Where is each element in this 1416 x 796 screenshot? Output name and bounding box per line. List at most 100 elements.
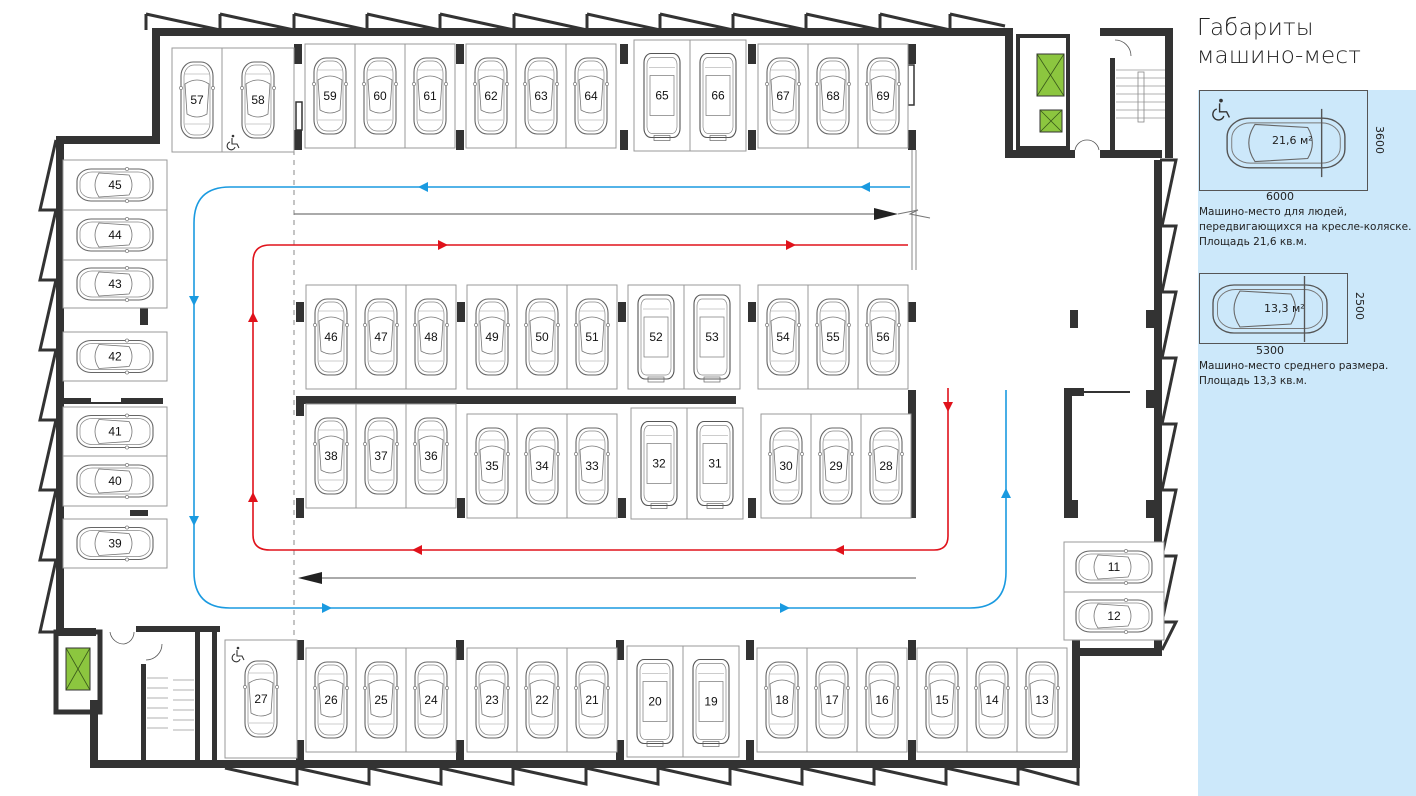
parking-spot-28[interactable]: 28	[860, 413, 912, 519]
legend-dim-width: 6000	[1266, 190, 1294, 203]
parking-spot-18[interactable]: 18	[756, 647, 808, 753]
parking-spot-69[interactable]: 69	[857, 43, 909, 149]
legend-dim-height: 2500	[1353, 292, 1366, 320]
parking-spot-19[interactable]: 19	[682, 645, 740, 758]
parking-spot-32[interactable]: 32	[630, 407, 688, 520]
parking-spot-49[interactable]: 49	[466, 284, 518, 390]
parking-spot-27[interactable]: 27	[224, 639, 298, 759]
spot-number: 44	[108, 228, 122, 242]
parking-spot-64[interactable]: 64	[565, 43, 617, 149]
spot-number: 47	[374, 330, 388, 344]
parking-spot-61[interactable]: 61	[404, 43, 456, 149]
spot-number: 49	[485, 330, 499, 344]
parking-spot-59[interactable]: 59	[304, 43, 356, 149]
parking-spot-43[interactable]: 43	[62, 259, 168, 309]
parking-spot-47[interactable]: 47	[355, 284, 407, 390]
legend-accessible-spot: 21,6 м²	[1199, 90, 1368, 191]
parking-spot-13[interactable]: 13	[1016, 647, 1068, 753]
parking-spot-14[interactable]: 14	[966, 647, 1018, 753]
spot-number: 14	[985, 693, 999, 707]
parking-spot-11[interactable]: 11	[1063, 541, 1165, 593]
parking-spot-31[interactable]: 31	[686, 407, 744, 520]
parking-spot-37[interactable]: 37	[355, 403, 407, 509]
parking-spot-36[interactable]: 36	[405, 403, 457, 509]
legend-title: Габариты машино-мест	[1197, 14, 1361, 70]
spot-number: 37	[374, 449, 388, 463]
parking-spot-46[interactable]: 46	[305, 284, 357, 390]
spot-number: 62	[484, 89, 498, 103]
parking-spot-41[interactable]: 41	[62, 406, 168, 457]
route-blue	[193, 186, 1007, 609]
parking-spot-26[interactable]: 26	[305, 647, 357, 753]
parking-spot-42[interactable]: 42	[62, 331, 168, 382]
legend-dim-width: 5300	[1256, 344, 1284, 357]
parking-spot-51[interactable]: 51	[566, 284, 618, 390]
spot-number: 61	[423, 89, 437, 103]
spot-number: 53	[705, 330, 719, 344]
parking-spot-17[interactable]: 17	[806, 647, 858, 753]
facade-top	[144, 12, 1006, 32]
spot-number: 36	[424, 449, 438, 463]
facade-bottom	[224, 766, 1080, 786]
spot-number: 22	[535, 693, 549, 707]
spot-number: 63	[534, 89, 548, 103]
parking-spot-52[interactable]: 52	[627, 284, 685, 390]
legend-standard-spot: 13,3 м²	[1199, 273, 1348, 344]
parking-spot-62[interactable]: 62	[465, 43, 517, 149]
spot-number: 12	[1107, 609, 1121, 623]
spot-number: 39	[108, 537, 122, 551]
parking-spot-45[interactable]: 45	[62, 159, 168, 211]
parking-spot-38[interactable]: 38	[305, 403, 357, 509]
parking-spot-12[interactable]: 12	[1063, 591, 1165, 641]
car-icon	[1212, 276, 1328, 342]
spot-number: 41	[108, 425, 122, 439]
parking-spot-48[interactable]: 48	[405, 284, 457, 390]
legend-title-line1: Габариты	[1197, 15, 1314, 41]
spot-number: 55	[826, 330, 840, 344]
parking-spot-58[interactable]: 58	[221, 47, 295, 153]
parking-spot-20[interactable]: 20	[626, 645, 684, 758]
facade-left	[38, 139, 58, 634]
route-red-arrows	[248, 240, 953, 555]
parking-spot-68[interactable]: 68	[807, 43, 859, 149]
parking-spot-25[interactable]: 25	[355, 647, 407, 753]
parking-spot-50[interactable]: 50	[516, 284, 568, 390]
parking-spot-39[interactable]: 39	[62, 518, 168, 569]
parking-spot-16[interactable]: 16	[856, 647, 908, 753]
parking-spot-60[interactable]: 60	[354, 43, 406, 149]
spot-number: 38	[324, 449, 338, 463]
parking-spot-33[interactable]: 33	[566, 413, 618, 519]
parking-spot-29[interactable]: 29	[810, 413, 862, 519]
parking-spot-63[interactable]: 63	[515, 43, 567, 149]
parking-spot-24[interactable]: 24	[405, 647, 457, 753]
spot-number: 54	[776, 330, 790, 344]
parking-spot-67[interactable]: 67	[757, 43, 809, 149]
parking-spot-21[interactable]: 21	[566, 647, 618, 753]
parking-spot-54[interactable]: 54	[757, 284, 809, 390]
parking-spot-55[interactable]: 55	[807, 284, 859, 390]
parking-spot-34[interactable]: 34	[516, 413, 568, 519]
parking-spot-35[interactable]: 35	[466, 413, 518, 519]
spot-number: 17	[825, 693, 839, 707]
parking-spot-44[interactable]: 44	[62, 209, 168, 261]
spot-number: 52	[649, 330, 663, 344]
parking-spot-56[interactable]: 56	[857, 284, 909, 390]
stair-core-top-right	[1016, 34, 1165, 151]
parking-spot-15[interactable]: 15	[916, 647, 968, 753]
legend-area-label: 13,3 м²	[1264, 302, 1305, 315]
spot-number: 57	[190, 93, 204, 107]
parking-spot-40[interactable]: 40	[62, 455, 168, 507]
parking-spot-66[interactable]: 66	[689, 39, 747, 152]
parking-spot-30[interactable]: 30	[760, 413, 812, 519]
parking-spot-23[interactable]: 23	[466, 647, 518, 753]
parking-spot-22[interactable]: 22	[516, 647, 568, 753]
stair-core-bottom-left	[53, 626, 220, 768]
parking-spot-57[interactable]: 57	[171, 47, 223, 153]
spot-number: 45	[108, 178, 122, 192]
parking-spot-53[interactable]: 53	[683, 284, 741, 390]
spot-number: 19	[704, 695, 718, 709]
parking-spot-65[interactable]: 65	[633, 39, 691, 152]
spot-number: 35	[485, 459, 499, 473]
